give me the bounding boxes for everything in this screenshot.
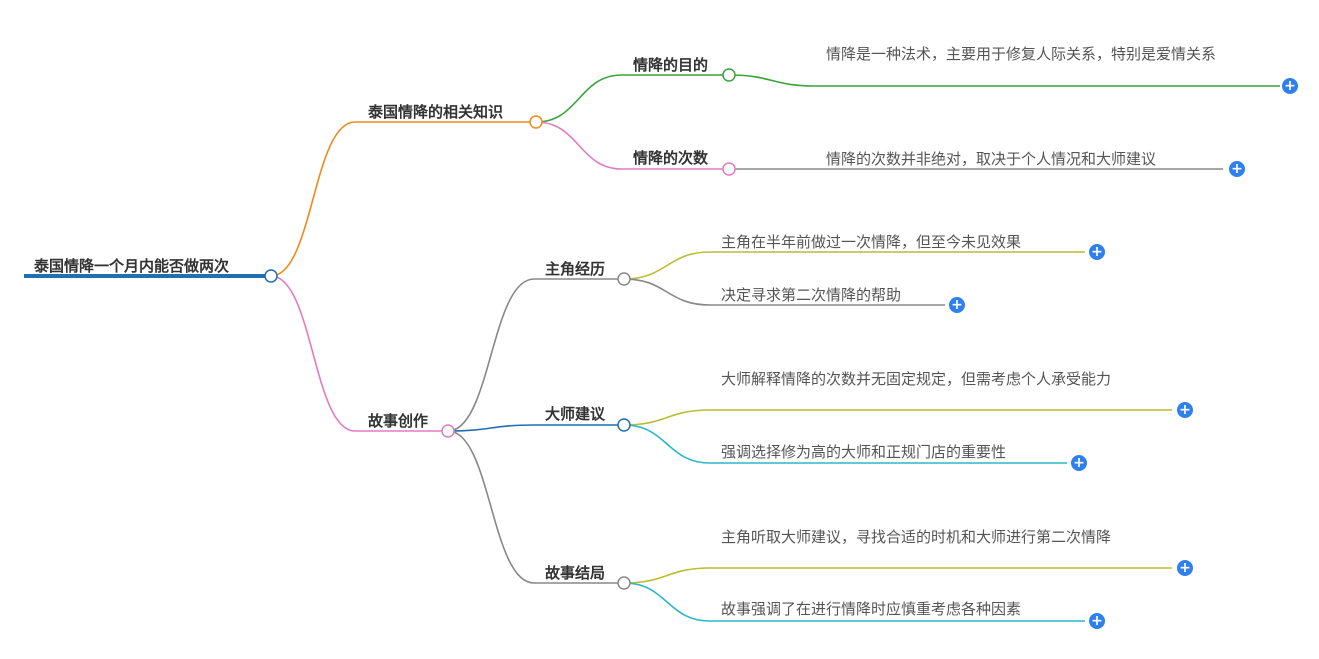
topic-count-label[interactable]: 情降的次数 [633,149,709,167]
mindmap-underlines [24,74,1280,622]
expand-master-1-button[interactable] [1177,402,1193,418]
expand-master-2-button[interactable] [1071,455,1087,471]
edge-story-topic-0 [447,278,535,432]
expand-count-button[interactable] [1229,161,1245,177]
expand-purpose-button[interactable] [1282,78,1298,94]
edge-root-knowledge [270,121,356,277]
leaf-count-text: 情降的次数并非绝对，取决于个人情况和大师建议 [826,150,1157,168]
knowledge-collapse-node[interactable] [529,115,543,129]
expand-ending-1-button[interactable] [1177,560,1193,576]
expand-ending-2-button[interactable] [1089,613,1105,629]
leaf-purpose-text: 情降是一种法术，主要用于修复人际关系，特别是爱情关系 [826,45,1217,63]
knowledge-topic-node-1[interactable] [722,162,736,176]
branch-story-label[interactable]: 故事创作 [368,412,429,430]
edge-story-1-leaf-0 [623,409,711,426]
expand-protagonist-1-button[interactable] [1089,244,1105,260]
mindmap-edges [270,74,816,622]
expand-protagonist-2-button[interactable] [949,297,965,313]
edge-story-0-leaf-1 [623,278,711,306]
edge-purpose-leaf [728,74,816,87]
edge-story-2-leaf-0 [623,567,711,584]
root-collapse-node[interactable] [264,269,278,283]
knowledge-topic-node-0[interactable] [722,68,736,82]
story-topic-node-2[interactable] [617,576,631,590]
topic-protagonist-label[interactable]: 主角经历 [545,260,606,278]
edge-knowledge-topic-0 [535,74,623,123]
edge-story-1-leaf-1 [623,424,711,464]
topic-purpose-label[interactable]: 情降的目的 [633,56,709,74]
mindmap-nodes [264,68,736,590]
root-node-label[interactable]: 泰国情降一个月内能否做两次 [34,257,230,275]
edge-knowledge-topic-1 [535,121,623,170]
edge-story-topic-2 [447,430,535,584]
leaf-ending-1-text: 主角听取大师建议，寻找合适的时机和大师进行第二次情降 [721,528,1112,546]
leaf-master-1-text: 大师解释情降的次数并无固定规定，但需考虑个人承受能力 [721,370,1112,388]
leaf-protagonist-1-text: 主角在半年前做过一次情降，但至今未见效果 [721,233,1022,251]
story-topic-node-0[interactable] [617,272,631,286]
story-collapse-node[interactable] [441,424,455,438]
branch-knowledge-label[interactable]: 泰国情降的相关知识 [368,103,504,121]
edge-root-story [270,275,356,432]
leaf-ending-2-text: 故事强调了在进行情降时应慎重考虑各种因素 [721,600,1022,618]
topic-master-advice-label[interactable]: 大师建议 [545,405,606,423]
edge-story-2-leaf-1 [623,582,711,622]
topic-ending-label[interactable]: 故事结局 [545,564,606,582]
edge-story-topic-1 [447,424,535,432]
leaf-master-2-text: 强调选择修为高的大师和正规门店的重要性 [721,443,1007,461]
edge-story-0-leaf-0 [623,251,711,280]
leaf-protagonist-2-text: 决定寻求第二次情降的帮助 [721,286,902,304]
story-topic-node-1[interactable] [617,418,631,432]
